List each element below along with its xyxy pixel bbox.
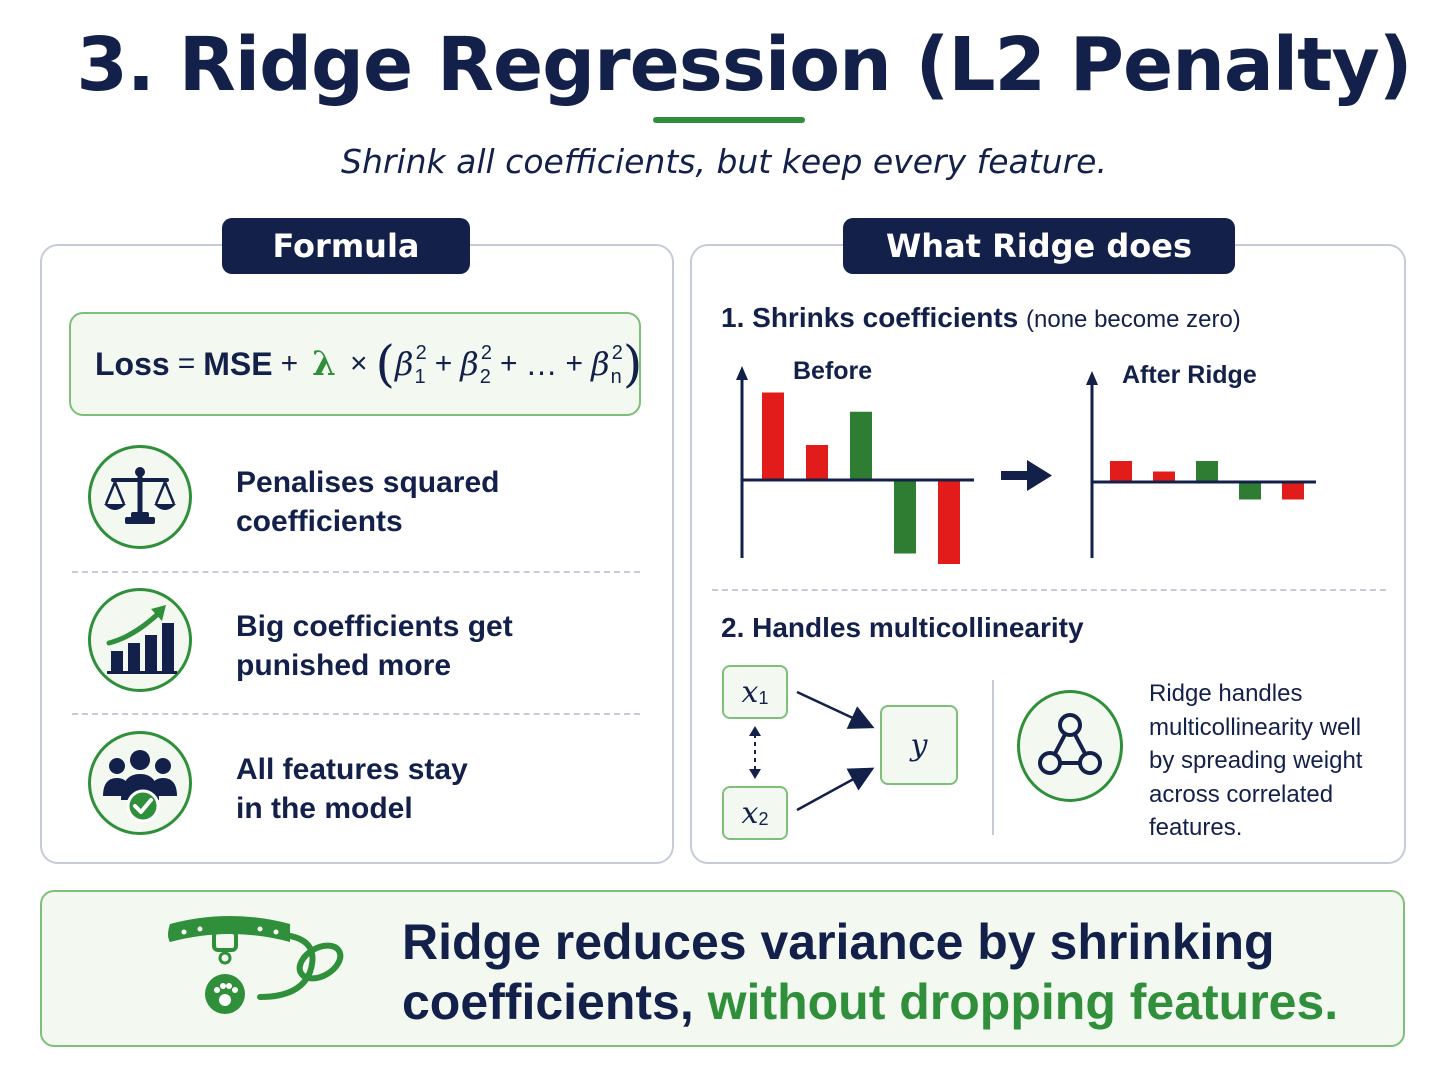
- formula-plus-2: +: [434, 347, 453, 380]
- page-subtitle: Shrink all coefficients, but keep every …: [341, 142, 1107, 181]
- formula-beta-1: β12: [394, 342, 427, 388]
- formula-panel-tab: Formula: [222, 218, 470, 274]
- feature-text-3: All features stay in the model: [236, 753, 468, 825]
- feature-icon-circle-3: [88, 731, 192, 835]
- ridge-panel-tab: What Ridge does: [843, 218, 1235, 274]
- feature-divider-1: [72, 571, 640, 573]
- title-underline: [653, 117, 805, 123]
- network-icon-circle: [1017, 690, 1123, 802]
- summary-text-dark: coefficients,: [402, 974, 694, 1030]
- formula-beta-2: β22: [460, 342, 493, 388]
- growth-chart-icon: [106, 605, 177, 674]
- formula-mse: MSE: [203, 345, 273, 382]
- group-check-icon: [103, 750, 177, 823]
- after-chart-label: After Ridge: [1122, 361, 1257, 389]
- scales-icon: [104, 467, 176, 524]
- feature-text-1: Penalises squared coefficients: [236, 466, 500, 538]
- formula-box: Loss = MSE + λ × ( β12 + β22 + … + βn2 ): [69, 312, 642, 416]
- network-icon: [1038, 713, 1102, 775]
- page-title: 3. Ridge Regression (L2 Penalty): [76, 22, 1412, 108]
- formula-loss: Loss: [95, 345, 170, 382]
- section-divider: [712, 589, 1386, 591]
- before-chart-label: Before: [793, 357, 873, 385]
- formula-beta-n: βn2: [591, 342, 623, 388]
- feature-text-2: Big coefficients get punished more: [236, 610, 513, 682]
- formula-lambda: λ: [312, 344, 336, 384]
- formula-plus-4: +: [565, 347, 584, 380]
- multicollinearity-description: Ridge handles multicollinearity well by …: [1149, 680, 1363, 841]
- formula-ellipsis: …: [525, 345, 558, 382]
- section1-heading: 1. Shrinks coefficients (none become zer…: [721, 302, 1241, 333]
- feature-divider-2: [72, 713, 640, 715]
- feature-icon-circle-1: [88, 445, 192, 549]
- loss-formula: Loss = MSE + λ × ( β12 + β22 + … + βn2 ): [95, 314, 642, 414]
- section2-heading: 2. Handles multicollinearity: [721, 612, 1084, 643]
- formula-open-paren: (: [375, 335, 395, 393]
- collar-leash-icon: [168, 916, 344, 1014]
- formula-plus: +: [280, 347, 299, 380]
- formula-plus-3: +: [500, 347, 518, 380]
- formula-times: ×: [349, 347, 368, 380]
- formula-equals: =: [177, 347, 196, 380]
- node-y: y: [880, 705, 958, 785]
- summary-text-green: without dropping features.: [707, 974, 1339, 1030]
- summary-text: Ridge reduces variance by shrinking coef…: [402, 914, 1339, 1030]
- formula-close-paren: ): [622, 335, 643, 393]
- feature-icon-circle-2: [88, 588, 192, 692]
- summary-banner: [40, 890, 1405, 1047]
